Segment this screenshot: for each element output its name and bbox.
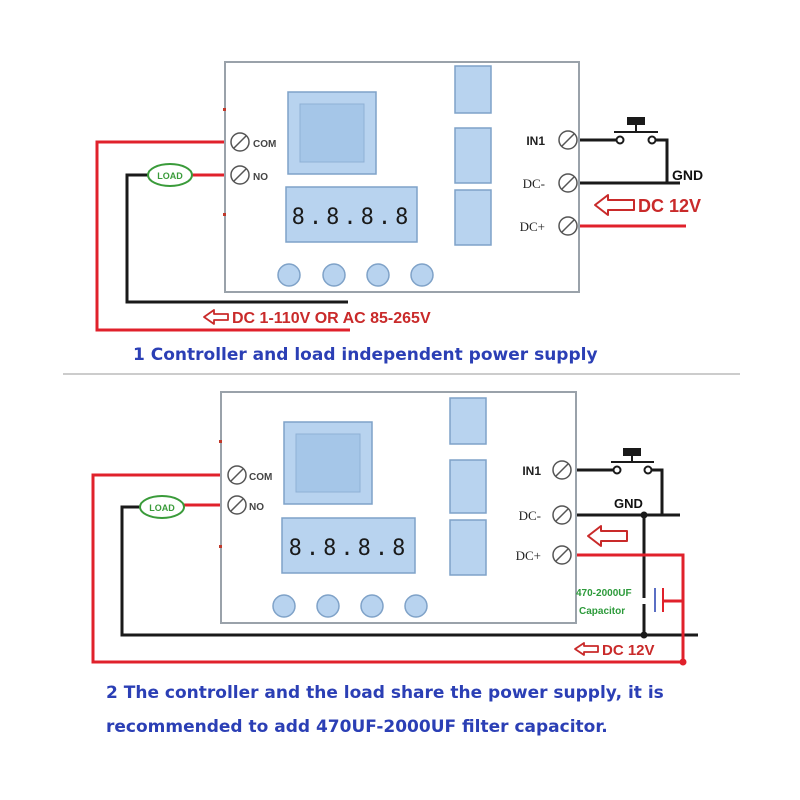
board-button-2c (360, 594, 384, 618)
load-label-1: LOAD (157, 171, 183, 181)
push-button-icon (614, 117, 658, 145)
capacitor-label: Capacitor (579, 606, 625, 617)
dc-12v-label-2: DC 12V (602, 642, 655, 659)
load-1: LOAD (147, 163, 193, 187)
board-button-1b (322, 263, 346, 287)
load-label-2: LOAD (149, 503, 175, 513)
side-modules-1 (454, 65, 492, 246)
side-modules-2 (449, 397, 487, 576)
relay-1 (287, 91, 377, 175)
load-2: LOAD (139, 495, 185, 519)
black-wire-load (125, 173, 348, 304)
terminal-dc-minus-2: DC- (519, 505, 572, 525)
wires-1 (95, 138, 686, 332)
terminal-com-1: COM (230, 132, 276, 152)
board-button-1a (277, 263, 301, 287)
push-button-icon (611, 448, 654, 475)
display-1: 8.8.8.8 (285, 186, 418, 243)
dc-minus-label-2: DC- (519, 508, 541, 523)
left-arrow-icon (203, 309, 229, 325)
left-arrow-icon (587, 525, 628, 547)
gnd-label-1: GND (672, 167, 703, 183)
red-wire-com (95, 140, 350, 332)
terminal-dc-plus-1: DC+ (520, 216, 578, 236)
terminal-dc-minus-1: DC- (523, 173, 578, 193)
terminal-no-2: NO (227, 495, 264, 515)
edge-pins-1 (223, 108, 226, 216)
terminal-no-1: NO (230, 165, 268, 185)
red-wire-com-2 (91, 473, 686, 664)
board-button-2b (316, 594, 340, 618)
left-arrow-icon (574, 642, 599, 656)
board-button-1d (410, 263, 434, 287)
black-wire-button-right-2 (651, 468, 664, 515)
terminal-in1-2: IN1 (522, 460, 572, 480)
left-arrow-icon (594, 194, 635, 216)
board-buttons-2 (272, 594, 428, 618)
board-button-2d (404, 594, 428, 618)
no-label-2: NO (249, 502, 264, 513)
wires-2 (91, 468, 698, 664)
gnd-label-2: GND (614, 496, 643, 511)
black-wire-button-right (655, 138, 669, 183)
display-digits-2: 8.8.8.8 (289, 536, 410, 561)
com-label-2: COM (249, 472, 272, 483)
mains-supply-label: DC 1-110V OR AC 85-265V (232, 310, 431, 327)
capacitor-value-label: 470-2000UF (576, 588, 632, 599)
junction-dots-2 (640, 511, 687, 666)
dc-12v-label-1: DC 12V (638, 196, 701, 216)
board-buttons-1 (277, 263, 434, 287)
dc-minus-label-1: DC- (523, 176, 545, 191)
black-wire-load-2 (120, 505, 698, 637)
in1-label-2: IN1 (522, 464, 541, 478)
capacitor-icon (654, 588, 664, 612)
controller-board-2 (220, 391, 577, 624)
terminal-in1-1: IN1 (526, 130, 578, 150)
caption-1: 1 Controller and load independent power … (133, 345, 598, 365)
board-button-2a (272, 594, 296, 618)
terminal-dc-plus-2: DC+ (516, 545, 572, 565)
dc-plus-label-1: DC+ (520, 219, 545, 234)
terminal-com-2: COM (227, 465, 272, 485)
controller-board-1 (224, 61, 580, 293)
display-digits-1: 8.8.8.8 (292, 205, 413, 230)
edge-pins-2 (219, 440, 222, 548)
com-label-1: COM (253, 139, 276, 150)
dc-plus-label-2: DC+ (516, 548, 541, 563)
red-wire-dc-plus-2 (562, 553, 685, 662)
no-label-1: NO (253, 172, 268, 183)
display-2: 8.8.8.8 (281, 517, 416, 574)
board-button-1c (366, 263, 390, 287)
in1-label-1: IN1 (526, 134, 545, 148)
diagram-1: 8.8.8.8 COM NO (95, 61, 703, 365)
diagram-2: 8.8.8.8 COM NO IN1 (91, 391, 698, 737)
caption-2-line-2: recommended to add 470UF-2000UF filter c… (106, 717, 608, 737)
caption-2-line-1: 2 The controller and the load share the … (106, 683, 664, 703)
relay-2 (283, 421, 373, 505)
